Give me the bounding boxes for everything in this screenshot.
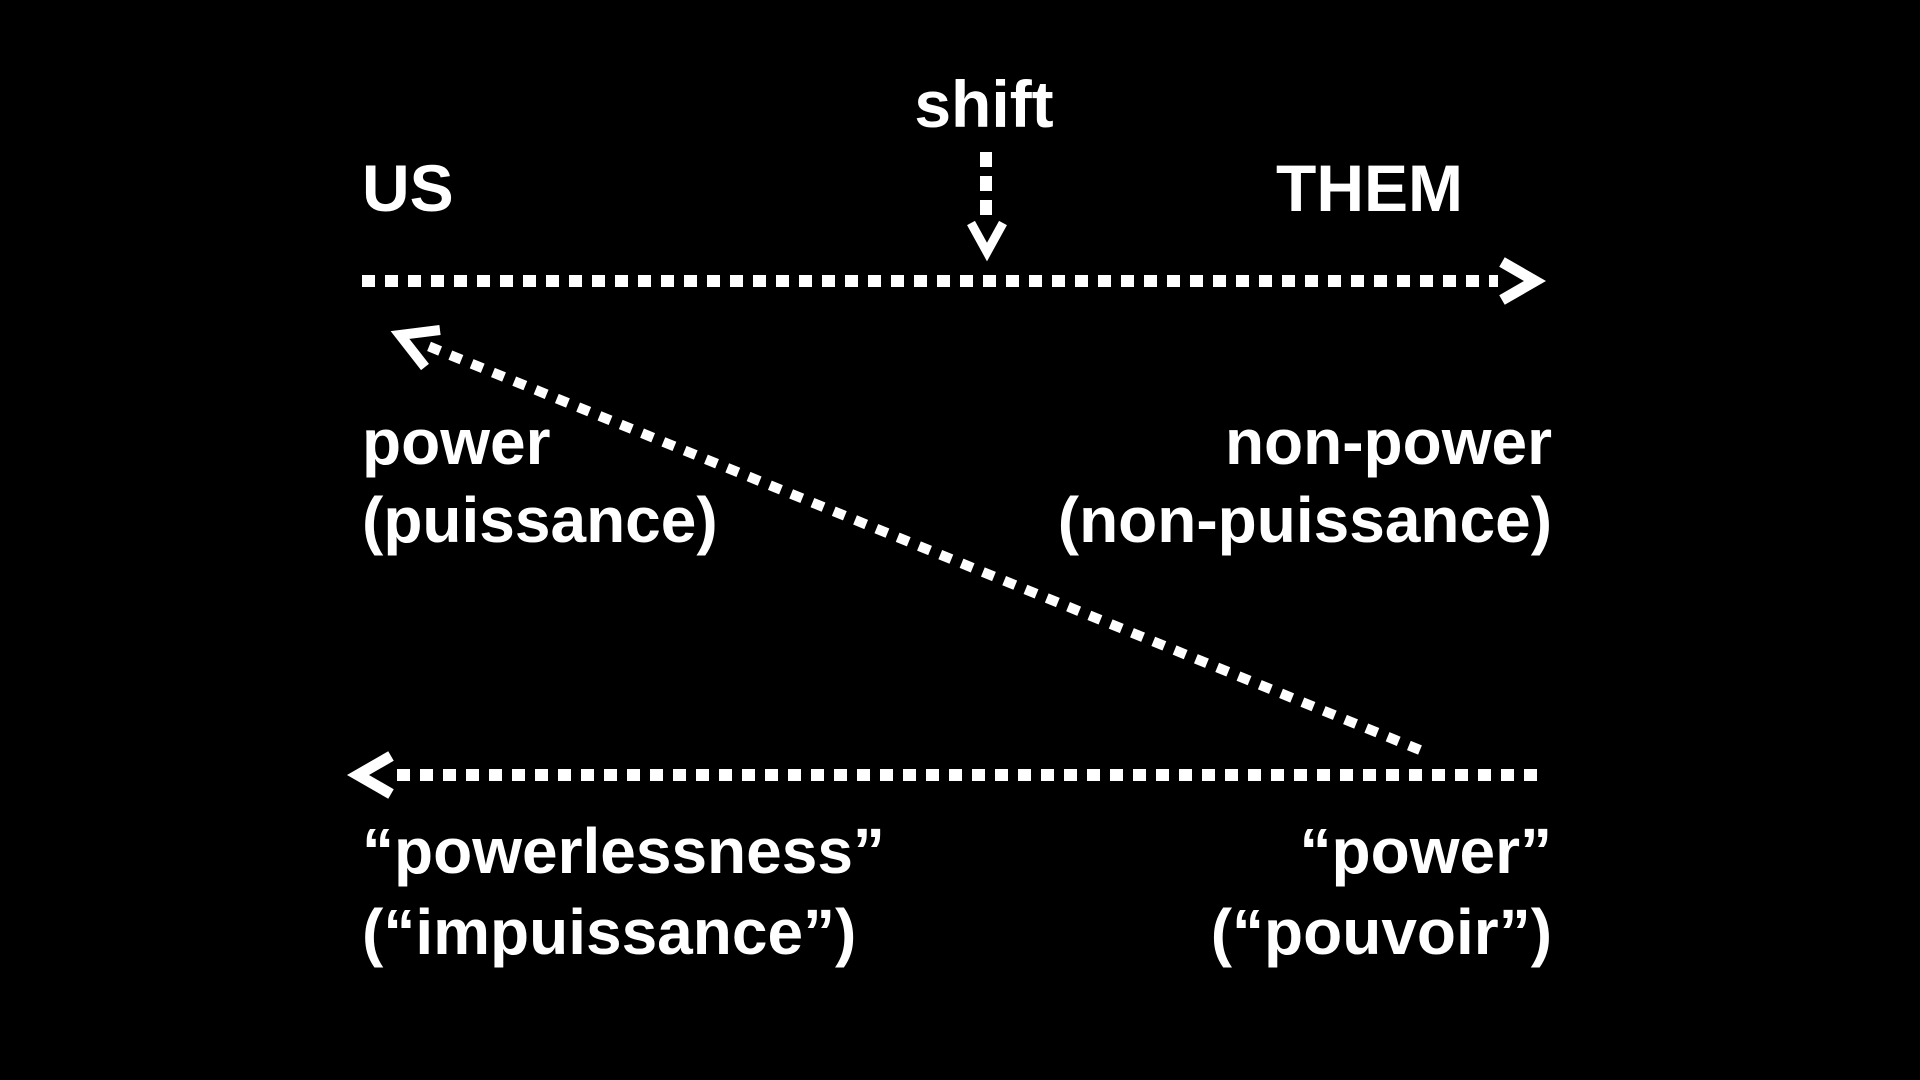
- power-quoted-line: “power”: [1299, 815, 1552, 887]
- nonpuissance-line: (non-puissance): [1057, 484, 1552, 556]
- them-label: THEM: [1276, 151, 1463, 225]
- powerlessness-block: “powerlessness” (“impuissance”): [362, 811, 885, 973]
- bottom-left-arrow-icon: [346, 751, 1540, 799]
- diagonal-up-left-arrow-icon: [390, 325, 1422, 755]
- pouvoir-line: (“pouvoir”): [1210, 896, 1552, 968]
- powerlessness-line: “powerlessness”: [362, 815, 885, 887]
- power-quoted-block: “power” (“pouvoir”): [1211, 811, 1552, 973]
- shift-label: shift: [914, 67, 1054, 141]
- power-line: power: [362, 406, 551, 478]
- impuissance-line: (“impuissance”): [362, 896, 857, 968]
- nonpower-line: non-power: [1224, 406, 1552, 478]
- shift-down-arrow-icon: [967, 152, 1007, 262]
- puissance-line: (puissance): [362, 484, 718, 556]
- us-to-them-right-arrow-icon: [362, 257, 1547, 305]
- nonpower-block: non-power (non-puissance): [1058, 403, 1552, 559]
- power-puissance-block: power (puissance): [362, 403, 718, 559]
- us-label: US: [362, 151, 454, 225]
